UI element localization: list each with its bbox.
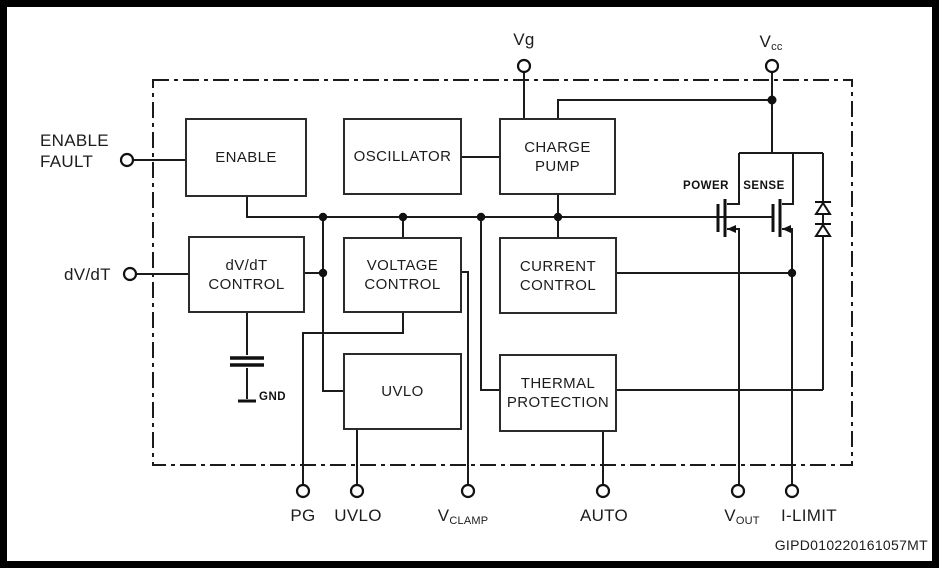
enable-block: ENABLE: [185, 118, 307, 197]
wire-gate-bus: [246, 196, 773, 218]
pin-terminals: [119, 58, 800, 499]
uvlo-terminal: [349, 483, 365, 499]
fault-pin-text: FAULT: [40, 152, 94, 171]
power-transistor-label: POWER: [683, 180, 729, 192]
dvdt-control-line2: CONTROL: [208, 275, 285, 293]
ilimit-terminal: [784, 483, 800, 499]
oscillator-block-label: OSCILLATOR: [353, 148, 452, 165]
vclamp-terminal: [460, 483, 476, 499]
wire-chargepump-to-vcc: [557, 99, 772, 119]
wire-bus-to-uvlo: [322, 217, 343, 392]
uvlo-pin-label: UVLO: [334, 505, 382, 526]
current-control-line2: CONTROL: [519, 276, 597, 294]
wire-power-source-to-vout: [727, 228, 740, 485]
thermal-line2: PROTECTION: [506, 394, 610, 411]
pg-terminal: [295, 483, 311, 499]
dvdt-terminal: [122, 266, 138, 282]
wire-power-drain: [727, 153, 740, 205]
auto-terminal: [595, 483, 611, 499]
enable-block-label: ENABLE: [215, 149, 277, 166]
vclamp-pin-label: VCLAMP: [438, 505, 489, 532]
sense-transistor-label: SENSE: [743, 180, 785, 192]
enable-fault-terminal: [119, 152, 135, 168]
capacitor-icon: [230, 356, 264, 367]
vcc-pin-text: V: [759, 32, 772, 51]
vclamp-pin-text: V: [437, 506, 450, 525]
document-code: GIPD010220161057MT: [774, 537, 928, 553]
charge-pump-line2: PUMP: [535, 157, 580, 175]
uvlo-block: UVLO: [343, 353, 462, 430]
vcc-terminal: [764, 58, 780, 74]
dvdt-pin-text: dV/dT: [64, 265, 111, 284]
wire-sense-source-to-ilimit: [782, 228, 793, 485]
dvdt-pin-label: dV/dT: [64, 264, 111, 285]
chip-boundary: [152, 79, 853, 466]
wire-bus-to-thermal: [480, 217, 499, 391]
enable-pin-text: ENABLE: [40, 131, 109, 150]
oscillator-block: OSCILLATOR: [343, 118, 462, 195]
uvlo-block-label: UVLO: [381, 383, 424, 400]
vout-pin-label: VOUT: [724, 505, 759, 532]
ilimit-pin-label: I-LIMIT: [781, 505, 837, 526]
wire-voltage-control-to-vclamp: [462, 271, 469, 485]
dvdt-control-block: dV/dT CONTROL: [188, 236, 305, 313]
vg-pin-label: Vg: [513, 29, 534, 50]
vout-pin-text: V: [724, 506, 736, 525]
power-source-arrow-icon: [727, 225, 736, 233]
charge-pump-block: CHARGE PUMP: [499, 118, 616, 195]
thermal-line1: THERMAL: [520, 375, 596, 392]
thermal-protection-block: THERMAL PROTECTION: [499, 354, 617, 432]
sense-source-arrow-icon: [782, 225, 791, 233]
wire-sense-drain: [782, 153, 794, 205]
voltage-control-line2: CONTROL: [364, 276, 441, 293]
vg-pin-text: Vg: [513, 30, 535, 49]
voltage-control-line1: VOLTAGE: [366, 257, 439, 274]
sense-mosfet-icon: [771, 199, 782, 237]
ilimit-pin-text: I-LIMIT: [781, 506, 837, 525]
charge-pump-line1: CHARGE: [524, 138, 591, 156]
uvlo-pin-text: UVLO: [334, 506, 382, 525]
pg-pin-label: PG: [290, 505, 315, 526]
dvdt-control-line1: dV/dT: [225, 256, 268, 274]
power-mosfet-icon: [716, 199, 727, 237]
vcc-pin-label: Vcc: [759, 31, 782, 58]
current-control-block: CURRENT CONTROL: [499, 237, 617, 314]
auto-pin-label: AUTO: [580, 505, 628, 526]
vclamp-pin-sub: CLAMP: [449, 515, 489, 527]
vout-pin-sub: OUT: [735, 515, 760, 527]
enable-fault-pin-label: ENABLE FAULT: [40, 130, 109, 172]
current-control-line1: CURRENT: [519, 257, 597, 275]
junction-dots: [318, 95, 797, 278]
vcc-pin-sub: cc: [771, 41, 783, 53]
vg-terminal: [516, 58, 532, 74]
auto-pin-text: AUTO: [579, 506, 629, 525]
diode-icon: [814, 223, 832, 237]
vout-terminal: [730, 483, 746, 499]
pg-pin-text: PG: [290, 506, 316, 525]
gnd-label: GND: [259, 391, 287, 403]
wire-voltage-control-to-pg: [302, 313, 404, 485]
diode-icon: [814, 201, 832, 215]
voltage-control-block: VOLTAGE CONTROL: [343, 237, 462, 313]
